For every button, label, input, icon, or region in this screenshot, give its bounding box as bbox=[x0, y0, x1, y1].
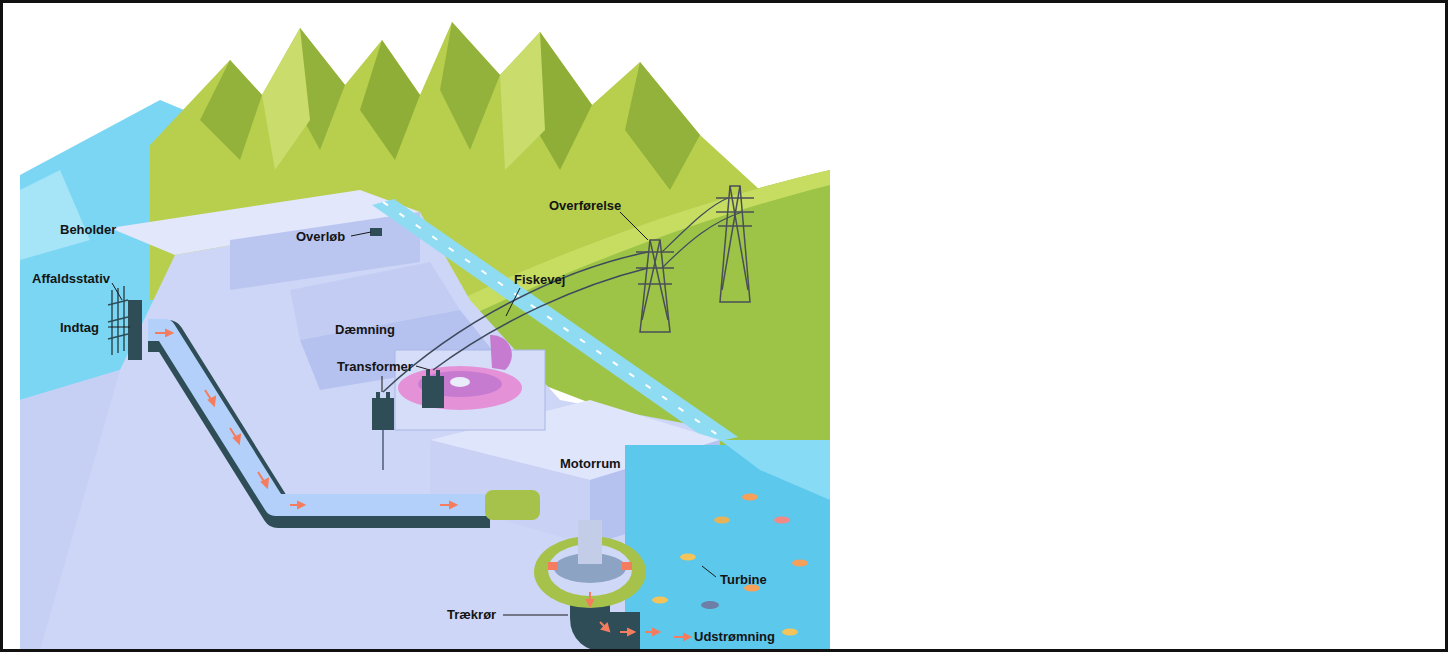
transformer-pin bbox=[426, 370, 430, 376]
power-line bbox=[383, 252, 648, 392]
pylon bbox=[716, 186, 754, 302]
draft-tube-label: Trækrør bbox=[447, 607, 496, 623]
reservoir-label: Beholder bbox=[60, 222, 116, 238]
mountain-facet bbox=[500, 32, 545, 170]
transformer-pin bbox=[376, 392, 380, 398]
fish-way-label: Fiskevej bbox=[514, 272, 565, 288]
ground-section bbox=[20, 370, 120, 650]
generator bbox=[398, 366, 522, 410]
dam-body bbox=[20, 212, 720, 650]
transformer-label: Transformer bbox=[337, 359, 413, 375]
flow-arrows bbox=[155, 330, 690, 640]
fish bbox=[652, 494, 808, 636]
mountain-facet bbox=[440, 22, 500, 150]
transformer-pin bbox=[386, 392, 390, 398]
fish-way-steps bbox=[383, 202, 725, 440]
water-highlight bbox=[720, 440, 830, 500]
spillway-label: Overløb bbox=[296, 229, 345, 245]
powerhouse-side bbox=[430, 440, 590, 545]
cable bbox=[382, 430, 384, 470]
powerhouse-label: Motorrum bbox=[560, 456, 621, 472]
turbine-flow bbox=[622, 562, 632, 570]
transformer bbox=[422, 376, 444, 408]
mountain-facet bbox=[360, 40, 420, 160]
generator-part bbox=[490, 335, 512, 370]
power-line bbox=[662, 198, 728, 252]
mountain-facet bbox=[625, 62, 700, 190]
intake-label: Indtag bbox=[60, 320, 99, 336]
turbine-label: Turbine bbox=[720, 572, 767, 588]
transformer-pin bbox=[436, 370, 440, 376]
power-line bbox=[433, 268, 648, 370]
water-highlight bbox=[20, 170, 90, 260]
transmission-label: Overførelse bbox=[549, 198, 621, 214]
dam-label: Dæmning bbox=[335, 322, 395, 338]
trash-rack-label: Affaldsstativ bbox=[32, 271, 110, 287]
generator-shaft bbox=[450, 377, 470, 387]
penstock-water bbox=[148, 330, 490, 505]
mountains bbox=[150, 22, 830, 300]
leader-lines bbox=[108, 212, 716, 615]
turbine-shaft bbox=[578, 520, 602, 564]
mountain-facet bbox=[200, 60, 262, 160]
spillway-gate bbox=[370, 228, 382, 236]
mountain-facet bbox=[262, 28, 310, 170]
intake bbox=[128, 300, 142, 360]
fish-way bbox=[372, 199, 738, 443]
outflow-label: Udstrømning bbox=[694, 629, 775, 645]
turbine-flow bbox=[548, 562, 558, 570]
trash-rack bbox=[108, 286, 128, 355]
penstock-valve bbox=[485, 490, 540, 520]
transformer bbox=[372, 398, 394, 430]
penstock bbox=[148, 336, 490, 512]
pylon bbox=[636, 240, 674, 332]
